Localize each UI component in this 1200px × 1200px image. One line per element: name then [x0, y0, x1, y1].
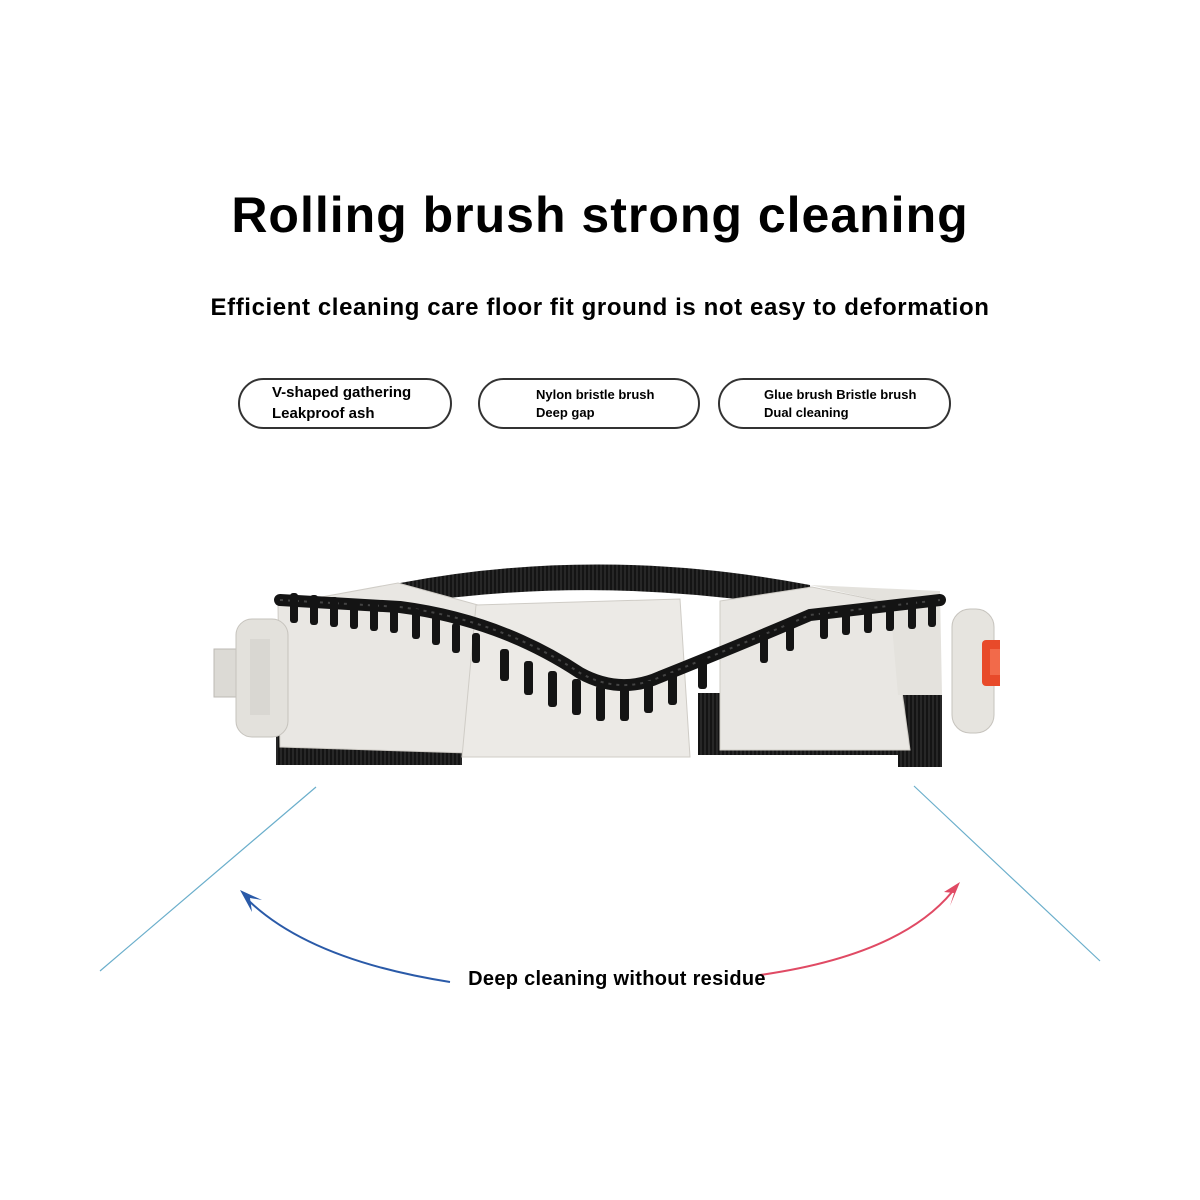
- feature-badge-line1: Glue brush Bristle brush: [764, 386, 917, 402]
- feature-badge-line2: Dual cleaning: [764, 404, 849, 420]
- page-subtitle: Efficient cleaning care floor fit ground…: [210, 294, 990, 321]
- curved-arrow-left-icon: [240, 890, 451, 983]
- feature-badge-line2: Deep gap: [536, 404, 595, 420]
- feature-badge-line1: V-shaped gathering: [272, 384, 412, 402]
- page-title: Rolling brush strong cleaning: [231, 187, 969, 243]
- feature-badge-v-shaped: V-shaped gathering Leakproof ash: [238, 378, 452, 429]
- roller-brush-icon: [213, 564, 1000, 767]
- caption: Deep cleaning without residue: [468, 968, 766, 990]
- curved-arrow-right-icon: [759, 882, 960, 976]
- feature-badge-dual: Glue brush Bristle brush Dual cleaning: [718, 378, 951, 429]
- feature-badge-nylon: Nylon bristle brush Deep gap: [478, 378, 700, 429]
- feature-badge-line1: Nylon bristle brush: [536, 386, 655, 402]
- right-guide-line: [913, 785, 1101, 962]
- feature-badge-line2: Leakproof ash: [272, 404, 375, 422]
- left-guide-line: [99, 786, 317, 972]
